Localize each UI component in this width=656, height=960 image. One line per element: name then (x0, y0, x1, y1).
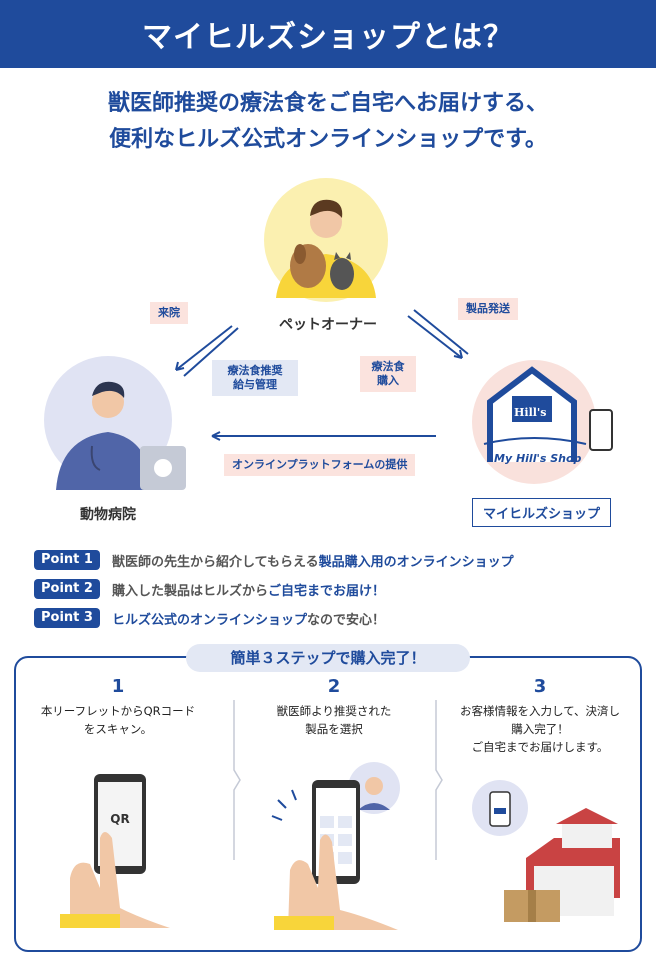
point-badge: Point 2 (34, 579, 100, 599)
tag-purchase: 療法食 購入 (360, 356, 416, 392)
step-divider (435, 700, 443, 860)
point-highlight: 製品購入用のオンラインショップ (318, 554, 514, 570)
tag-platform: オンラインプラットフォームの提供 (224, 454, 416, 476)
point-highlight: ご自宅までお届け！ (268, 583, 386, 599)
step-number: 2 (327, 676, 341, 697)
point-row: Point 2 購入した製品はヒルズからご自宅までお届け！ (34, 575, 634, 603)
lead-line-2: 便利なヒルズ公式オンラインショップです。 (109, 127, 547, 152)
point-text: 購入した製品はヒルズから (112, 583, 269, 599)
step-divider (233, 700, 241, 860)
shop-label: マイヒルズショップ (472, 498, 612, 527)
page-header: マイヒルズショップとは？ (0, 0, 656, 68)
pet-owner-illustration (276, 199, 376, 298)
smartphone-icon (589, 409, 613, 451)
step-1: 1 本リーフレットからQRコード をスキャン。 (18, 676, 218, 738)
step-3-illustration (472, 780, 620, 922)
page-title: マイヒルズショップとは？ (142, 20, 514, 55)
point-badge: Point 3 (34, 608, 100, 628)
hills-logo-text: Hill's (514, 406, 547, 419)
step-text: 本リーフレットからQRコード をスキャン。 (40, 704, 196, 736)
steps-title: 簡単３ステップで購入完了！ (186, 644, 470, 672)
step-1-illustration (60, 774, 170, 928)
point-row: Point 1 獣医師の先生から紹介してもらえる製品購入用のオンラインショップ (34, 546, 634, 574)
point-text: 獣医師の先生から紹介してもらえる (112, 554, 319, 570)
flow-arrows (175, 309, 469, 441)
point-badge: Point 1 (34, 550, 100, 570)
point-row: Point 3 ヒルズ公式のオンラインショップなので安心！ (34, 604, 634, 632)
step-2-illustration (271, 762, 400, 930)
lead-text: 獣医師推奨の療法食をご自宅へお届けする、 便利なヒルズ公式オンラインショップです… (0, 86, 656, 158)
step-number: 1 (111, 676, 125, 697)
tag-recommend: 療法食推奨 給与管理 (212, 360, 298, 396)
step-text: お客様情報を入力して、決済し 購入完了！ ご自宅までお届けします。 (459, 704, 621, 754)
point-text-post: なので安心！ (307, 612, 386, 628)
step-number: 3 (533, 676, 547, 697)
qr-label: QR (110, 812, 130, 826)
flow-diagram (44, 178, 613, 490)
hospital-label: 動物病院 (80, 507, 136, 523)
tag-ship: 製品発送 (458, 298, 518, 320)
owner-label: ペットオーナー (279, 317, 377, 333)
lead-line-1: 獣医師推奨の療法食をご自宅へお届けする、 (107, 91, 548, 116)
step-3: 3 お客様情報を入力して、決済し 購入完了！ ご自宅までお届けします。 (440, 676, 640, 756)
step-2: 2 獣医師より推奨された 製品を選択 (234, 676, 434, 738)
veterinarian-illustration (56, 381, 152, 490)
point-highlight: ヒルズ公式のオンラインショップ (112, 612, 308, 628)
hills-logo-mark (512, 396, 552, 422)
tag-visit: 来院 (150, 302, 188, 324)
points-list: Point 1 獣医師の先生から紹介してもらえる製品購入用のオンラインショップ … (34, 546, 634, 633)
shop-script-logo: My Hill's Shop (494, 452, 582, 465)
step-text: 獣医師より推奨された 製品を選択 (276, 704, 392, 736)
